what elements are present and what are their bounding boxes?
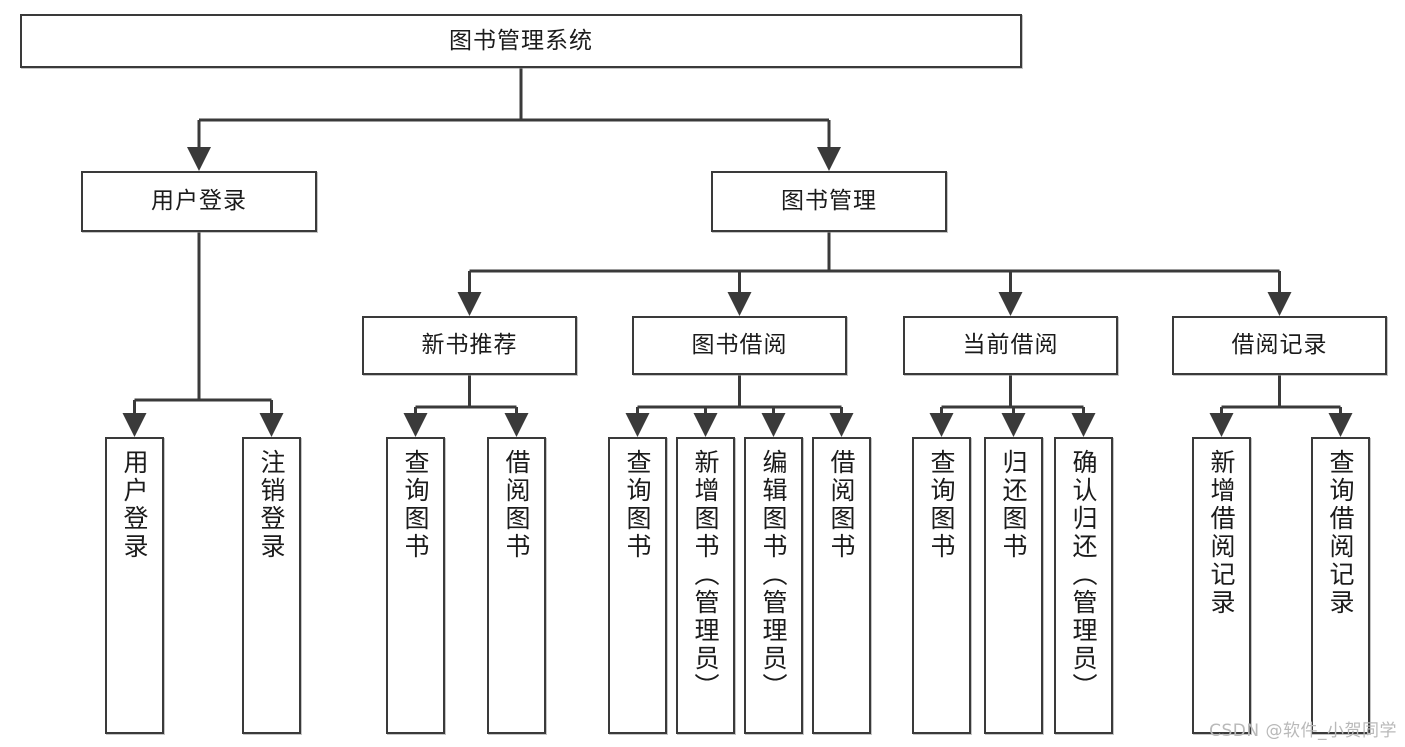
node-new-book-recommend[interactable]: 新书推荐: [362, 316, 577, 375]
node-user-login-label: 用户登录: [151, 188, 247, 215]
node-leaf-query-book-recommend[interactable]: 查询图书: [386, 437, 445, 734]
node-leaf-logout-login[interactable]: 注销登录: [242, 437, 301, 734]
node-book-management[interactable]: 图书管理: [711, 171, 947, 232]
node-leaf-borrow-book-recommend-label: 借阅图书: [502, 449, 531, 561]
node-leaf-borrow-book-recommend[interactable]: 借阅图书: [487, 437, 546, 734]
node-current-borrow-label: 当前借阅: [962, 332, 1059, 359]
node-user-login[interactable]: 用户登录: [81, 171, 317, 232]
node-leaf-query-book-borrow-label: 查询图书: [623, 449, 652, 561]
node-leaf-query-borrow-record[interactable]: 查询借阅记录: [1311, 437, 1370, 734]
node-leaf-edit-book-admin[interactable]: 编辑图书（管理员）: [744, 437, 803, 734]
node-new-book-recommend-label: 新书推荐: [421, 332, 518, 359]
node-leaf-user-login[interactable]: 用户登录: [105, 437, 164, 734]
node-current-borrow[interactable]: 当前借阅: [903, 316, 1118, 375]
node-leaf-borrow-book-label: 借阅图书: [827, 449, 856, 561]
node-leaf-query-book-recommend-label: 查询图书: [401, 449, 430, 561]
node-leaf-confirm-return-admin[interactable]: 确认归还（管理员）: [1054, 437, 1113, 734]
node-book-management-label: 图书管理: [781, 188, 877, 215]
node-leaf-borrow-book[interactable]: 借阅图书: [812, 437, 871, 734]
node-root[interactable]: 图书管理系统: [20, 14, 1022, 68]
node-leaf-query-book-borrow[interactable]: 查询图书: [608, 437, 667, 734]
node-leaf-return-book[interactable]: 归还图书: [984, 437, 1043, 734]
node-leaf-edit-book-admin-label: 编辑图书（管理员）: [759, 449, 788, 701]
node-borrow-record-label: 借阅记录: [1231, 332, 1328, 359]
node-leaf-return-book-label: 归还图书: [999, 449, 1028, 561]
node-borrow-record[interactable]: 借阅记录: [1172, 316, 1387, 375]
node-leaf-logout-login-label: 注销登录: [257, 449, 286, 561]
node-leaf-query-borrow-record-label: 查询借阅记录: [1326, 449, 1355, 617]
node-leaf-add-borrow-record[interactable]: 新增借阅记录: [1192, 437, 1251, 734]
node-leaf-user-login-label: 用户登录: [120, 449, 149, 561]
node-book-borrow[interactable]: 图书借阅: [632, 316, 847, 375]
node-leaf-confirm-return-admin-label: 确认归还（管理员）: [1069, 449, 1098, 701]
node-root-label: 图书管理系统: [449, 27, 593, 54]
node-leaf-add-book-admin-label: 新增图书（管理员）: [691, 449, 720, 701]
node-leaf-query-book-current[interactable]: 查询图书: [912, 437, 971, 734]
node-leaf-add-borrow-record-label: 新增借阅记录: [1207, 449, 1236, 617]
node-leaf-add-book-admin[interactable]: 新增图书（管理员）: [676, 437, 735, 734]
node-leaf-query-book-current-label: 查询图书: [927, 449, 956, 561]
node-book-borrow-label: 图书借阅: [691, 332, 788, 359]
